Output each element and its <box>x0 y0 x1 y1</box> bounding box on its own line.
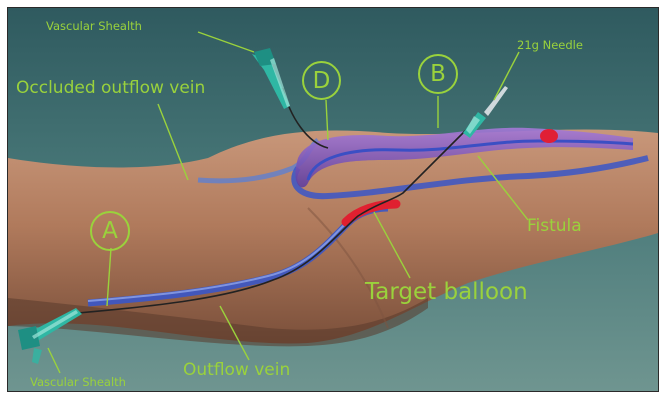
label-outflow-vein: Outflow vein <box>183 360 290 380</box>
marker-d: D <box>302 61 341 100</box>
label-vascular-sheath-top: Vascular Shealth <box>46 19 142 33</box>
label-occluded-outflow-vein: Occluded outflow vein <box>16 78 205 98</box>
label-fistula: Fistula <box>527 216 582 236</box>
label-21g-needle: 21g Needle <box>517 38 583 52</box>
marker-b: B <box>418 54 458 94</box>
fistula-end-marker <box>540 129 558 143</box>
illustration-frame: D B A Vascular Shealth 21g Needle Occlud… <box>7 7 659 392</box>
label-target-balloon: Target balloon <box>365 279 528 305</box>
label-vascular-sheath-bottom: Vascular Shealth <box>30 375 126 389</box>
marker-a: A <box>90 211 130 251</box>
